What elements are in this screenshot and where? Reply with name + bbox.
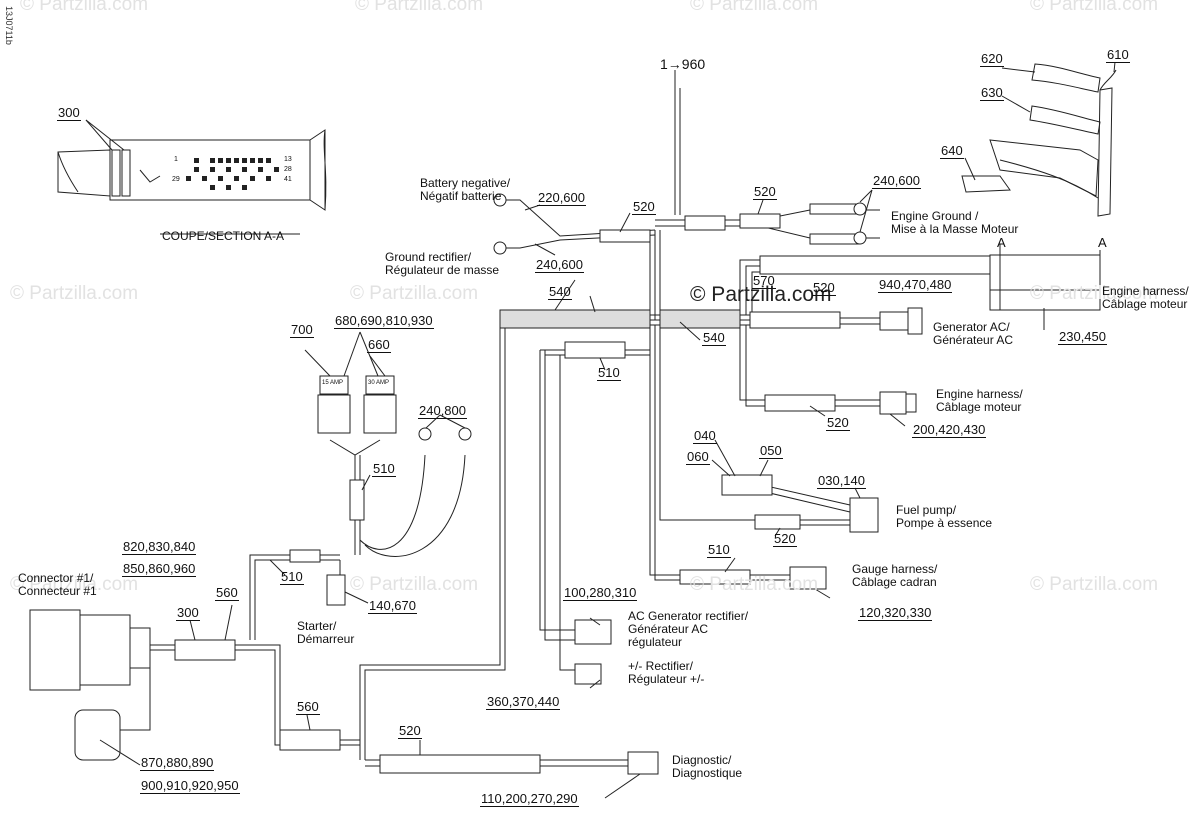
callout-110-200-270-290: 110,200,270,290 (480, 791, 579, 807)
pin-number-13: 13 (284, 156, 292, 163)
callout-300-low: 300 (176, 605, 200, 621)
callout-030-140: 030,140 (817, 473, 866, 489)
watermark: © Partzilla.com (1030, 0, 1159, 15)
callout-520-mid: 520 (812, 280, 836, 296)
callout-230-450: 230,450 (1058, 329, 1107, 345)
callout-240-600-top: 240,600 (872, 173, 921, 189)
callout-050: 050 (759, 443, 783, 459)
callout-610: 610 (1106, 47, 1130, 63)
callout-520-d: 520 (773, 531, 797, 547)
fuse-rating-15: 15 AMP (322, 380, 344, 386)
callout-940-470-480: 940,470,480 (878, 277, 953, 293)
label-engine-harness-mid: Engine harness/Câblage moteur (936, 387, 1023, 414)
leader-lines (85, 61, 1116, 799)
harness-connectors (29, 193, 1101, 775)
callout-240-600-mid: 240,600 (535, 257, 584, 273)
callout-060: 060 (686, 449, 710, 465)
engine-connector-stack (961, 63, 1117, 217)
label-battery-negative: Battery negative/Négatif batterie (420, 176, 511, 203)
callout-100-280-310: 100,280,310 (563, 585, 638, 601)
callout-900-910-920-950: 900,910,920,950 (140, 778, 240, 794)
callout-640: 640 (940, 143, 964, 159)
callout-540-b: 540 (702, 330, 726, 346)
callout-620: 620 (980, 51, 1004, 67)
watermark: © Partzilla.com (1030, 283, 1159, 304)
label-rectifier-pm: +/- Rectifier/Régulateur +/- (628, 659, 705, 686)
callout-700: 700 (290, 322, 314, 338)
callout-560-b: 560 (296, 699, 320, 715)
watermark: © Partzilla.com (10, 574, 139, 595)
callout-520-c: 520 (826, 415, 850, 431)
callout-540-a: 540 (548, 284, 572, 300)
label-diagnostic: Diagnostic/Diagnostique (672, 753, 743, 780)
fuse-rating-30: 30 AMP (368, 380, 390, 386)
pin-number-1: 1 (174, 156, 178, 163)
callout-510-b: 510 (597, 365, 621, 381)
label-engine-harness-top: Engine harness/Câblage moteur (1102, 284, 1189, 311)
label-generator-ac: Generator AC/Générateur AC (933, 320, 1014, 347)
label-fuel-pump: Fuel pump/Pompe à essence (896, 503, 993, 530)
pin-number-29: 29 (172, 176, 180, 183)
callout-040: 040 (693, 428, 717, 444)
callout-680-690-810-930: 680,690,810,930 (334, 313, 434, 329)
callout-660: 660 (367, 337, 391, 353)
callout-360-370-440: 360,370,440 (486, 694, 561, 710)
callout-240-800: 240,800 (418, 403, 467, 419)
callout-510-d: 510 (280, 569, 304, 585)
pin-number-28: 28 (284, 166, 292, 173)
label-connector-1: Connector #1/Connecteur #1 (18, 571, 97, 598)
watermark: © Partzilla.com (690, 0, 819, 15)
pin-number-41: 41 (284, 176, 292, 183)
callout-560-a: 560 (215, 585, 239, 601)
section-a-left: A (997, 235, 1006, 250)
watermark-main: © Partzilla.com (690, 283, 832, 306)
label-engine-ground: Engine Ground /Mise à la Masse Moteur (891, 209, 1019, 236)
callout-220-600: 220,600 (537, 190, 586, 206)
watermark: © Partzilla.com (1030, 574, 1159, 595)
watermark: © Partzilla.com (20, 0, 149, 15)
figure-id: 13J0711b (4, 6, 14, 45)
callout-850-860-960: 850,860,960 (122, 561, 197, 577)
callout-120-320-330: 120,320,330 (858, 605, 933, 621)
watermark: © Partzilla.com (355, 0, 484, 15)
callout-520-top-a: 520 (632, 199, 656, 215)
callout-1-960: 1→960 (660, 56, 706, 72)
callout-510-c: 510 (707, 542, 731, 558)
callout-300-top: 300 (57, 105, 81, 121)
callout-630: 630 (980, 85, 1004, 101)
watermark: © Partzilla.com (350, 574, 479, 595)
callout-140-670: 140,670 (368, 598, 417, 614)
section-a-right: A (1098, 235, 1107, 250)
label-gauge-harness: Gauge harness/Câblage cadran (852, 562, 938, 589)
callout-520-e: 520 (398, 723, 422, 739)
watermark: © Partzilla.com (10, 283, 139, 304)
label-starter: Starter/Démarreur (297, 619, 355, 646)
callout-510-a: 510 (372, 461, 396, 477)
section-label: COUPE/SECTION A-A (162, 229, 285, 243)
section-a-a-detail (57, 129, 327, 235)
watermark: © Partzilla.com (350, 283, 479, 304)
callout-870-880-890: 870,880,890 (140, 755, 215, 771)
harness-sleeves (174, 203, 991, 774)
callout-200-420-430: 200,420,430 (912, 422, 987, 438)
callout-570: 570 (752, 273, 776, 289)
watermark: © Partzilla.com (690, 574, 819, 595)
callout-520-top-b: 520 (753, 184, 777, 200)
callout-820-830-840: 820,830,840 (122, 539, 197, 555)
label-ground-rectifier: Ground rectifier/Régulateur de masse (385, 250, 500, 277)
